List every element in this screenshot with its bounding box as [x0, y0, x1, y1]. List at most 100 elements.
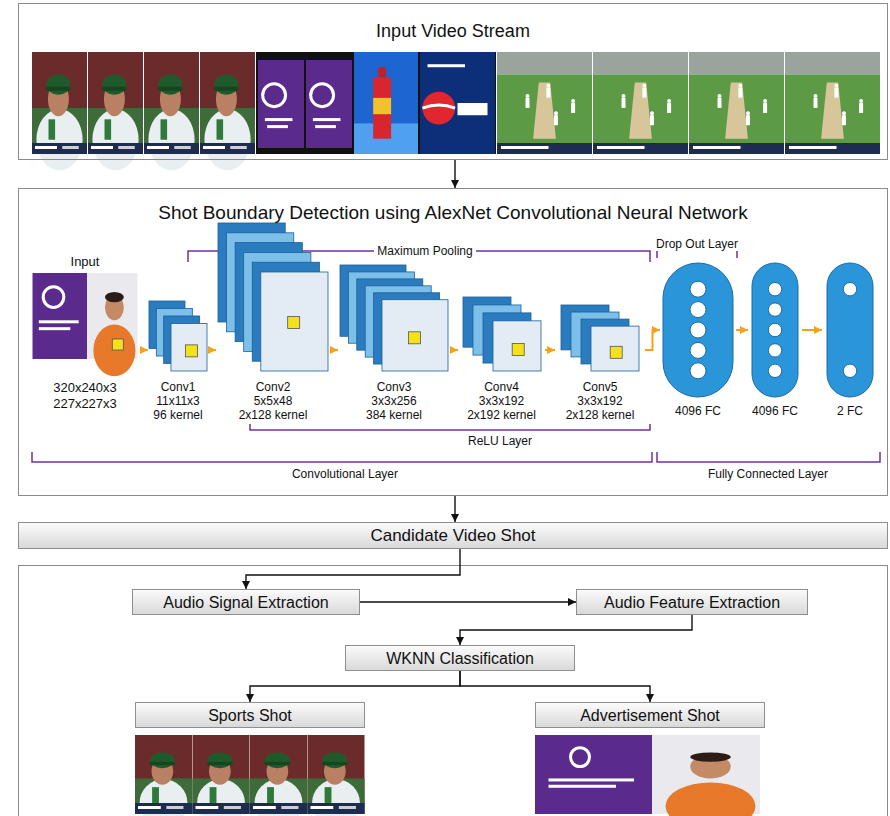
- ad-panel: [535, 735, 652, 814]
- stage-panel: Shot Boundary Detection using AlexNet Co…: [18, 188, 888, 496]
- feature-map-front: [493, 321, 541, 371]
- feature-map-front: [382, 300, 448, 371]
- cnn-flow-arrow: [736, 329, 748, 331]
- cap-brim: [46, 87, 70, 91]
- score-strip: [200, 143, 255, 154]
- cap-brim: [158, 87, 182, 91]
- player-stripe: [161, 119, 168, 139]
- score-mark: [501, 146, 549, 149]
- fielder-head: [526, 94, 530, 98]
- player-body: [148, 109, 194, 170]
- ad-text-mark: [265, 118, 293, 121]
- conv-layer: Conv111x11x396 kernel: [148, 300, 208, 422]
- ad-text-mark: [315, 125, 336, 128]
- feature-map-front: [261, 272, 328, 371]
- cnn-flow-arrow: [140, 349, 148, 351]
- presenter-hair: [105, 292, 124, 302]
- fc-layer: 4096 FC: [660, 262, 736, 418]
- neuron: [690, 281, 706, 297]
- score-strip: [88, 143, 143, 154]
- bottle-cap: [378, 67, 386, 77]
- ad-text-mark: [39, 320, 79, 323]
- neuron: [768, 282, 781, 295]
- fielder: [546, 88, 550, 98]
- fielder: [842, 115, 846, 125]
- neuron: [690, 363, 706, 379]
- layer-label: 3x3x192: [577, 394, 622, 408]
- process-box: WKNN Classification: [345, 645, 575, 671]
- fc-art: [751, 262, 799, 398]
- score-mark: [224, 806, 241, 809]
- score-mark: [230, 146, 247, 149]
- kernel-square: [288, 317, 300, 329]
- fielder: [763, 103, 767, 113]
- process-box: Audio Signal Extraction: [132, 589, 360, 615]
- neuron: [768, 364, 781, 377]
- player-stripe: [217, 119, 224, 139]
- layer-label: Conv1: [161, 380, 196, 394]
- ad-text-mark: [39, 327, 71, 330]
- fielder: [859, 103, 863, 113]
- box-label: Audio Feature Extraction: [604, 593, 780, 612]
- layer-label: Conv4: [484, 380, 519, 394]
- layer-label: 2x192 kernel: [467, 408, 536, 422]
- ad-background: [420, 52, 495, 154]
- fielder-head: [546, 84, 550, 88]
- ad-logo-ring: [571, 748, 590, 767]
- layer-label: 11x11x3: [156, 394, 200, 408]
- layer-label: 4096 FC: [752, 404, 798, 418]
- flow-arrow: [454, 160, 455, 188]
- outfield: [497, 74, 592, 154]
- stands: [497, 52, 592, 74]
- kernel-square: [512, 343, 524, 355]
- score-strip: [497, 143, 592, 154]
- player-cap: [207, 752, 232, 768]
- cnn-flow-arrow: [450, 349, 458, 351]
- score-strip: [785, 143, 880, 154]
- kernel-square: [185, 345, 197, 357]
- stage-panel: Input Video Stream: [18, 3, 888, 160]
- fielder-head: [814, 94, 818, 98]
- player-cap: [322, 752, 347, 768]
- player-cap: [158, 74, 182, 94]
- player-stripe: [49, 119, 56, 139]
- fc-column: [752, 263, 798, 397]
- fielder-head: [859, 99, 863, 103]
- conv-layer: Conv53x3x1922x128 kernel: [555, 304, 645, 422]
- fc-column: [663, 263, 733, 397]
- box-label: Audio Signal Extraction: [163, 593, 328, 612]
- player-cap: [46, 74, 70, 94]
- fielder: [718, 98, 722, 108]
- neuron: [690, 302, 706, 318]
- presenter-hair: [690, 752, 731, 761]
- fielder-head: [763, 99, 767, 103]
- player-body: [204, 109, 250, 170]
- score-mark: [203, 146, 225, 149]
- fc-art: [826, 262, 874, 398]
- score-strip: [308, 803, 365, 814]
- ad-panel: [33, 273, 88, 359]
- layer-group-label: Fully Connected Layer: [705, 467, 831, 481]
- flow-arrow: [454, 496, 455, 522]
- flow-arrow: [246, 549, 460, 589]
- fielder: [622, 98, 626, 108]
- stands: [785, 52, 880, 74]
- box-label: Candidate Video Shot: [370, 526, 535, 546]
- feature-map-front: [591, 326, 639, 371]
- bracket-line: [32, 452, 652, 462]
- input-art: [33, 273, 138, 359]
- fielder-head: [642, 84, 646, 88]
- pitch: [533, 83, 556, 139]
- fielder: [642, 88, 646, 98]
- cap-brim: [207, 762, 232, 765]
- outfield: [785, 74, 880, 154]
- player-cap: [214, 74, 238, 94]
- conv-layer: Conv33x3x256384 kernel: [338, 264, 450, 422]
- conv-art: [148, 300, 208, 372]
- panel-title: Input Video Stream: [376, 20, 530, 42]
- cnn-flow-arrow: [645, 330, 660, 350]
- layer-label: 3x3x256: [371, 394, 416, 408]
- fielder: [650, 115, 654, 125]
- score-mark: [597, 146, 645, 149]
- feature-map-front: [171, 323, 207, 371]
